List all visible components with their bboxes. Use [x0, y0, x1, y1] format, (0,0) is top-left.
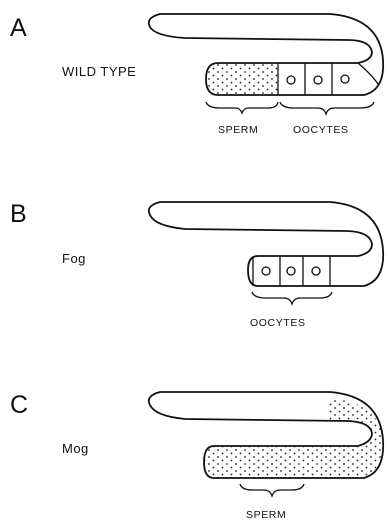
panel-a-oocytes-brace — [280, 102, 374, 114]
panel-b-gonad-outline — [149, 202, 383, 286]
panel-a-oocyte-nucleus — [341, 75, 349, 83]
panel-a-oocyte-nucleus — [314, 76, 322, 84]
panel-b-oocytes — [253, 256, 330, 286]
panel-a-sperm-brace — [206, 102, 278, 113]
panel-b-oocyte-nucleus — [287, 267, 295, 275]
panel-a-oocyte-cell — [358, 63, 378, 84]
panel-c-letter: C — [10, 391, 28, 419]
panel-c-sperm-region — [204, 398, 383, 478]
panel-b-oocyte-nucleus — [312, 267, 320, 275]
panel-b-genotype-label: Fog — [62, 251, 86, 266]
panel-c-sperm-brace — [240, 484, 304, 496]
panel-a-sperm-label: SPERM — [218, 124, 258, 136]
panel-c: C Mog SPERM — [10, 391, 383, 521]
panel-a-oocytes-label: OOCYTES — [293, 124, 349, 136]
panel-c-sperm-label: SPERM — [246, 509, 286, 521]
panel-a: A WILD TYPE SPERM OOCYTES — [10, 14, 383, 136]
panel-b-oocytes-brace — [252, 292, 332, 304]
panel-b: B Fog OOCYTES — [10, 200, 383, 329]
panel-b-oocyte-nucleus — [262, 267, 270, 275]
panel-a-oocyte-nucleus — [287, 76, 295, 84]
panel-a-letter: A — [10, 14, 27, 42]
panel-b-oocytes-label: OOCYTES — [250, 317, 306, 329]
panel-c-genotype-label: Mog — [62, 441, 89, 456]
panel-b-letter: B — [10, 200, 27, 228]
panel-a-genotype-label: WILD TYPE — [62, 64, 136, 79]
panel-a-sperm-region — [206, 63, 278, 95]
panel-a-oocytes — [287, 63, 378, 95]
